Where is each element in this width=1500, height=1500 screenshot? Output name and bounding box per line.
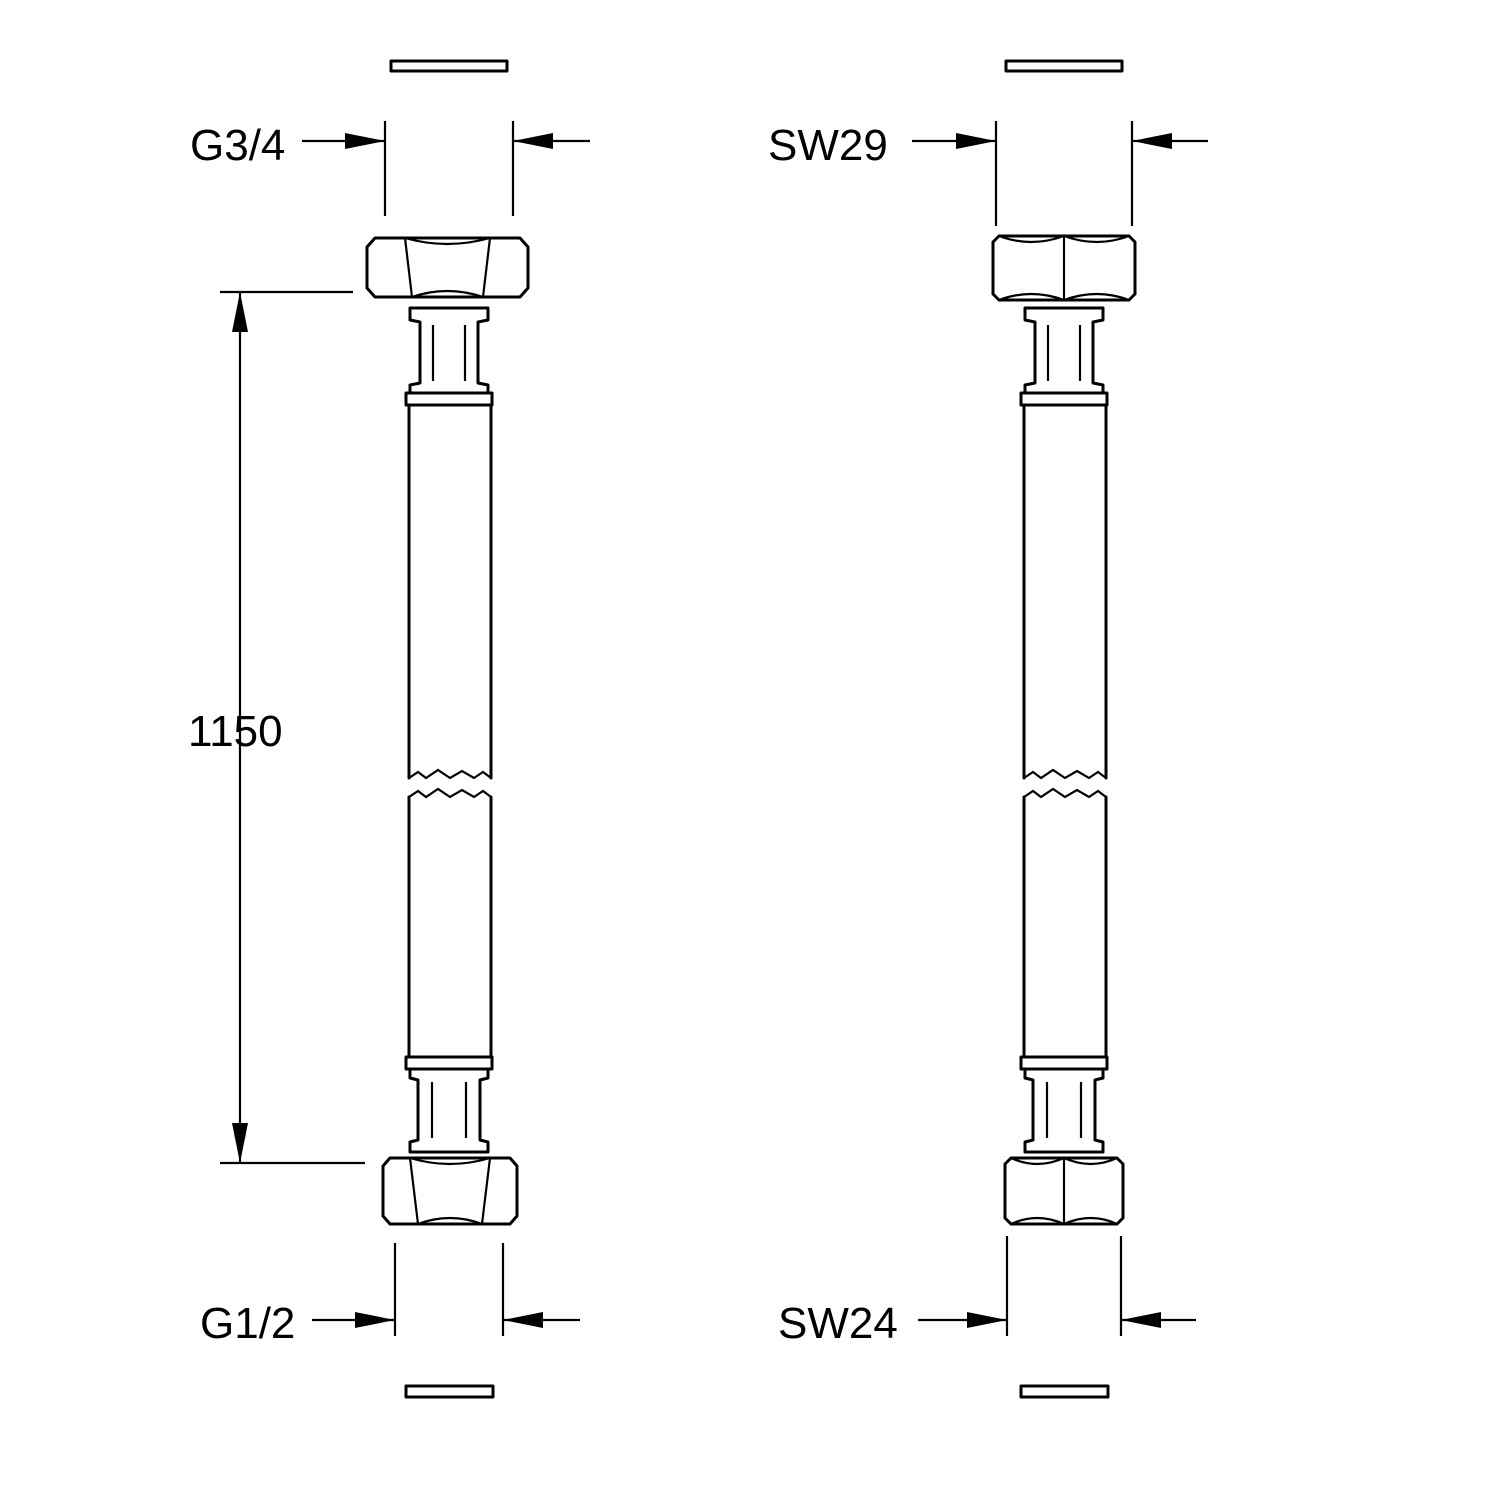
left-top-hex-nut bbox=[365, 236, 530, 299]
length-label: 1150 bbox=[188, 707, 283, 756]
right-top-wrench-label: SW29 bbox=[768, 121, 888, 170]
right-bottom-wrench-label: SW24 bbox=[778, 1299, 898, 1348]
right-top-ferrule bbox=[1019, 306, 1109, 407]
left-top-gasket bbox=[389, 59, 509, 73]
left-bottom-hex-nut bbox=[381, 1156, 519, 1226]
right-top-gasket bbox=[1004, 59, 1124, 73]
right-bottom-wrench-dimension: SW24 bbox=[778, 1236, 1196, 1348]
left-bottom-gasket bbox=[404, 1384, 495, 1399]
left-top-ferrule bbox=[404, 306, 494, 407]
right-bottom-hex-nut bbox=[1003, 1156, 1125, 1226]
right-hose-assembly bbox=[991, 59, 1137, 1399]
length-dimension: 1150 bbox=[188, 290, 365, 1165]
right-top-hex-nut bbox=[991, 234, 1137, 302]
left-top-thread-label: G3/4 bbox=[190, 121, 285, 170]
right-hose-body bbox=[1022, 403, 1108, 1059]
right-bottom-gasket bbox=[1019, 1384, 1110, 1399]
left-bottom-ferrule bbox=[404, 1055, 494, 1154]
right-top-wrench-dimension: SW29 bbox=[768, 121, 1208, 226]
left-hose-body bbox=[407, 403, 493, 1059]
left-hose-assembly bbox=[365, 59, 530, 1399]
left-bottom-thread-dimension: G1/2 bbox=[200, 1243, 580, 1348]
left-bottom-thread-label: G1/2 bbox=[200, 1299, 295, 1348]
right-bottom-ferrule bbox=[1019, 1055, 1109, 1154]
left-top-thread-dimension: G3/4 bbox=[190, 121, 590, 216]
